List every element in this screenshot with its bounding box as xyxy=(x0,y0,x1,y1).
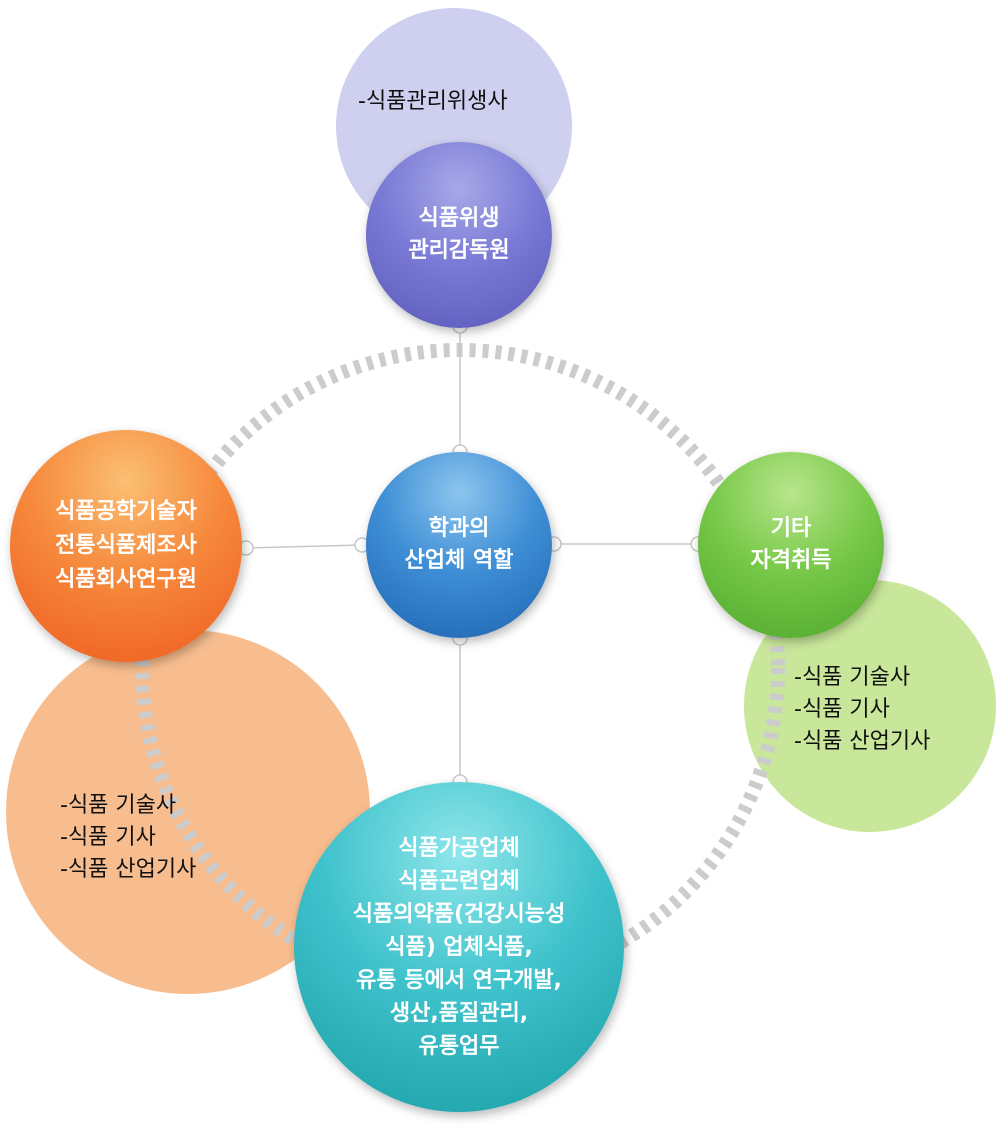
connector-left xyxy=(245,544,363,549)
bottom-node: 식품가공업체 식품곤련업체 식품의약품(건강시능성 식품) 업체식품, 유통 등… xyxy=(294,782,624,1112)
bottom-node-label: 식품가공업체 식품곤련업체 식품의약품(건강시능성 식품) 업체식품, 유통 등… xyxy=(352,835,566,1059)
top-node-label: 식품위생 관리감독원 xyxy=(408,206,510,263)
left-node: 식품공학기술자 전통식품제조사 식품회사연구원 xyxy=(10,430,242,662)
center-node: 학과의 산업체 역할 xyxy=(366,452,552,638)
right-node: 기타 자격취득 xyxy=(698,452,884,638)
center-node-label: 학과의 산업체 역할 xyxy=(404,516,514,573)
left-detail-text: -식품 기술사 -식품 기사 -식품 산업기사 xyxy=(60,793,197,882)
top-node: 식품위생 관리감독원 xyxy=(366,142,552,328)
top-detail-text: -식품관리위생사 xyxy=(358,89,508,114)
right-node-label: 기타 자격취득 xyxy=(750,516,832,573)
left-node-label: 식품공학기술자 전통식품제조사 식품회사연구원 xyxy=(55,499,197,592)
right-detail-text: -식품 기술사 -식품 기사 -식품 산업기사 xyxy=(794,665,931,754)
